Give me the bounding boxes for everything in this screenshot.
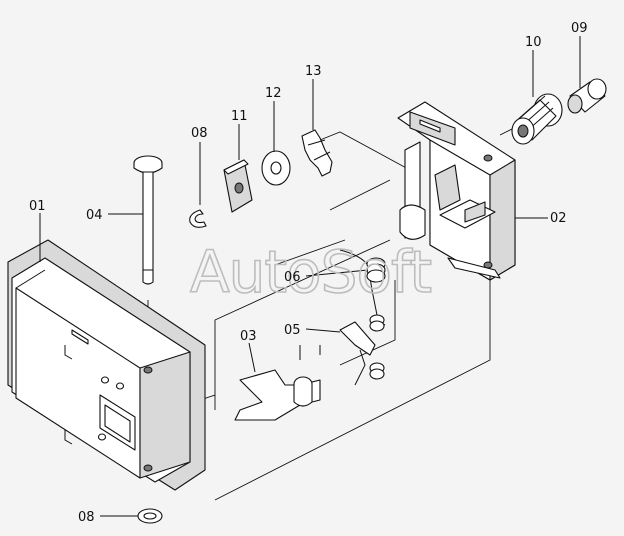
callout-labels: 01 02 03 04 05 06 08 08 09 10 11 12 13 — [29, 21, 588, 525]
cover-plate-part-01 — [7, 239, 206, 491]
threaded-bushing-part-10 — [511, 93, 563, 145]
latch-cam-part-03 — [234, 345, 321, 421]
callout-03: 03 — [240, 329, 257, 344]
spring-lever-part-05 — [339, 314, 385, 386]
callout-11: 11 — [231, 109, 248, 124]
callout-09: 09 — [571, 21, 588, 36]
callout-10: 10 — [525, 35, 542, 50]
clip-ring-part-08-bottom — [137, 508, 163, 524]
callout-01: 01 — [29, 199, 46, 214]
callout-02: 02 — [550, 211, 567, 226]
hinge-pin-part-04 — [133, 155, 163, 285]
watermark-text: AutoSoft — [190, 238, 431, 306]
washer-part-12 — [261, 150, 291, 186]
callout-06: 06 — [284, 270, 301, 285]
leader-lines — [39, 36, 581, 517]
callout-04: 04 — [86, 208, 103, 223]
torsion-spring-part-06 — [339, 249, 386, 326]
callout-13: 13 — [305, 64, 322, 79]
push-button-part-09 — [567, 78, 607, 114]
callout-05: 05 — [284, 323, 301, 338]
small-plate-part-11 — [223, 159, 253, 213]
callout-12: 12 — [265, 86, 282, 101]
latch-bracket-part-02 — [397, 101, 516, 281]
callout-08-bottom: 08 — [78, 510, 95, 525]
callout-08-top: 08 — [191, 126, 208, 141]
clip-ring-part-08-top — [189, 209, 207, 228]
spring-clip-part-13 — [301, 129, 333, 177]
